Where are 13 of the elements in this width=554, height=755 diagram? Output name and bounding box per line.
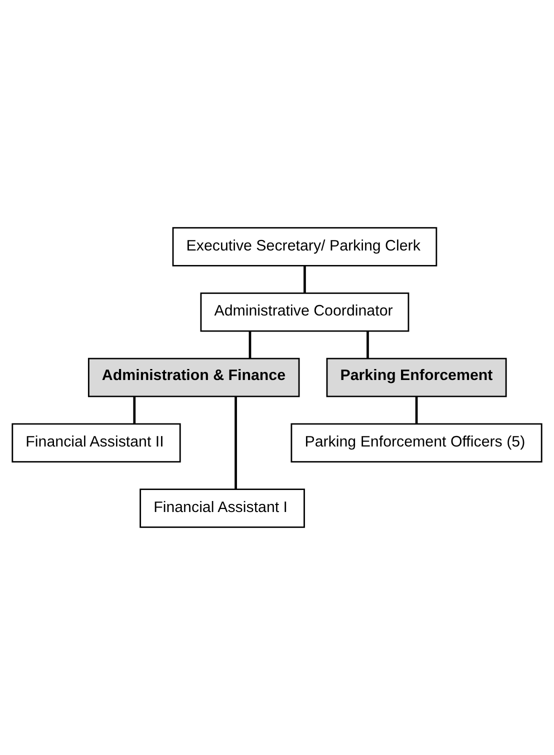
connector: [234, 396, 237, 490]
connector: [366, 331, 369, 358]
node-box: Administrative Coordinator: [200, 292, 410, 332]
node-box: Administration & Finance: [88, 358, 300, 398]
node-box: Financial Assistant I: [140, 488, 305, 528]
node-box: Parking Enforcement Officers (5): [290, 423, 542, 463]
node-box: Executive Secretary/ Parking Clerk: [172, 227, 438, 266]
connector: [415, 396, 418, 424]
node-box: Parking Enforcement: [326, 358, 507, 398]
connector: [133, 396, 136, 424]
node-box: Financial Assistant II: [12, 423, 181, 463]
connector: [248, 331, 252, 358]
connector: [304, 266, 306, 293]
